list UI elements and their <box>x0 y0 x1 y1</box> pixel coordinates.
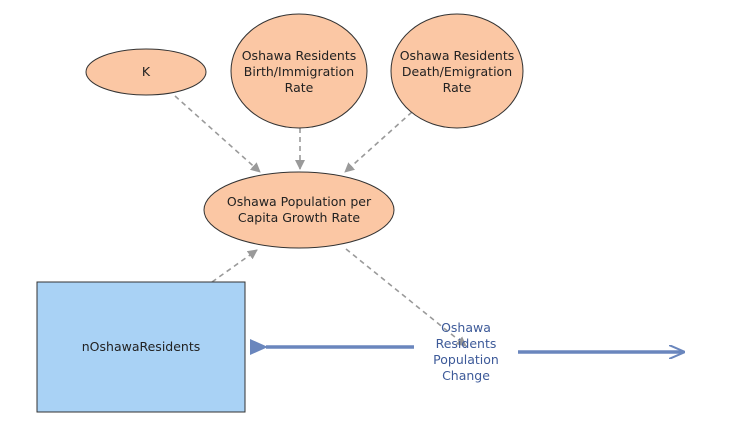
k-text: K <box>141 64 151 79</box>
death-line-3: Rate <box>442 80 472 95</box>
variable-death-emigration-rate[interactable] <box>390 13 524 129</box>
variable-k-label: K <box>86 49 206 95</box>
variable-death-label: Oshawa Residents Death/Emigration Rate <box>389 44 525 100</box>
variable-growth-label: Oshawa Population per Capita Growth Rate <box>204 192 394 228</box>
death-line-1: Oshawa Residents <box>399 48 515 63</box>
flow-line-4: Change <box>442 368 490 383</box>
link-k-to-growth <box>174 95 261 173</box>
flow-line-2: Residents <box>435 336 497 351</box>
stock-oshawa-residents[interactable] <box>36 281 246 413</box>
growth-line-2: Capita Growth Rate <box>237 210 361 225</box>
link-stock-to-growth <box>211 249 258 283</box>
variable-birth-label: Oshawa Residents Birth/Immigration Rate <box>230 44 368 100</box>
variable-k[interactable] <box>85 48 207 96</box>
death-line-2: Death/Emigration <box>401 64 513 79</box>
link-death-to-growth <box>344 111 413 173</box>
birth-line-3: Rate <box>284 80 314 95</box>
variable-birth-immigration-rate[interactable] <box>230 13 368 129</box>
stock-label: nOshawaResidents <box>37 282 245 412</box>
link-growth-to-flow <box>345 248 467 347</box>
growth-line-1: Oshawa Population per <box>226 194 372 209</box>
flow-line-3: Population <box>433 352 499 367</box>
stock-text: nOshawaResidents <box>81 339 201 354</box>
birth-line-1: Oshawa Residents <box>241 48 357 63</box>
flow-label[interactable]: Oshawa Residents Population Change <box>414 320 518 384</box>
variable-growth-rate[interactable] <box>203 171 395 249</box>
birth-line-2: Birth/Immigration <box>243 64 355 79</box>
flow-line-1: Oshawa <box>441 320 491 335</box>
